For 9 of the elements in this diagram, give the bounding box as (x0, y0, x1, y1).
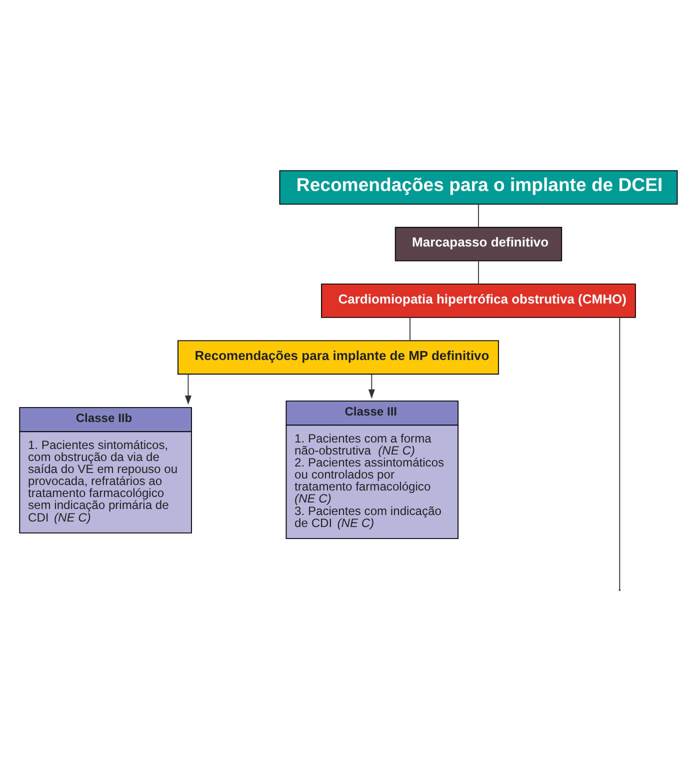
connector (478, 203, 479, 228)
connector (619, 316, 620, 590)
connector (478, 260, 479, 284)
node-box: Marcapasso definitivo (394, 226, 562, 261)
arrow (184, 373, 192, 404)
node-box: Recomendações para o implante de DCEI (279, 170, 678, 204)
arrow (368, 373, 375, 398)
node-box: Recomendações para implante de MP definitivo (178, 340, 499, 374)
node-box: Cardiomiopatia hipertrófica obstrutiva (CMHO) (321, 283, 636, 318)
